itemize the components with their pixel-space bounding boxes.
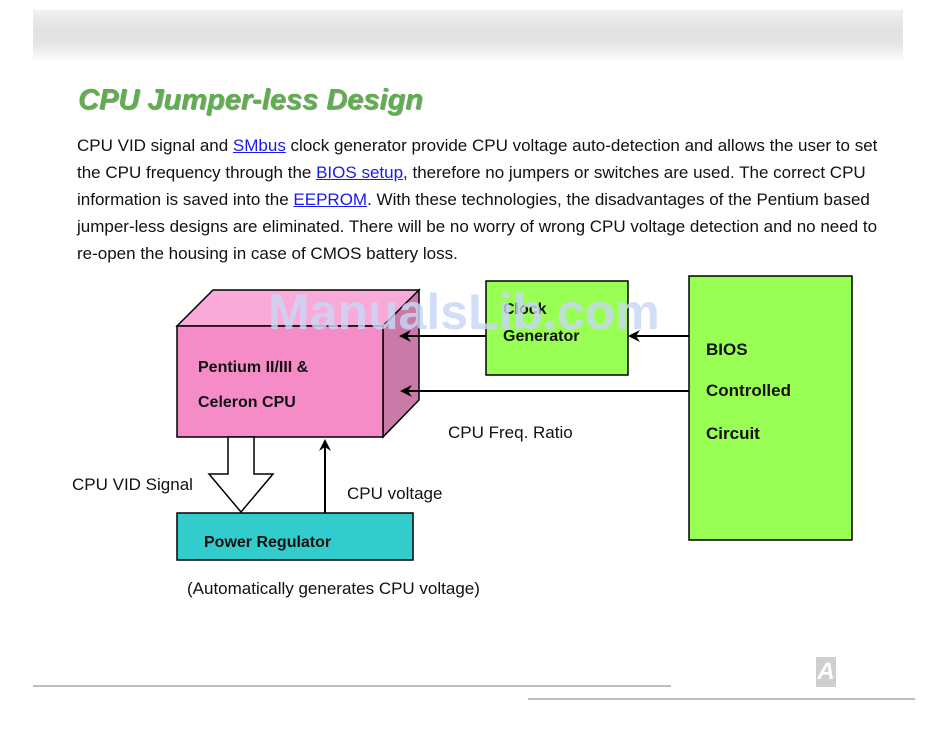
bios-label-line2: Controlled — [706, 381, 791, 400]
inline-link-bios-setup[interactable]: BIOS setup — [316, 163, 404, 182]
bios-label-line3: Circuit — [706, 424, 760, 443]
cpu-voltage-label: CPU voltage — [347, 484, 442, 503]
bios-label-line1: BIOS — [706, 340, 748, 359]
clock-generator-box: Clock Generator — [485, 280, 629, 376]
power-regulator-box: Power Regulator — [176, 512, 414, 561]
watermark: ManualsLib.com — [268, 284, 660, 340]
footer-divider-secondary — [528, 698, 915, 700]
paragraph-text: clock generator provide CPU voltage auto… — [77, 136, 878, 182]
bios-circuit-box: BIOS Controlled Circuit — [688, 275, 853, 541]
freq-ratio-label: CPU Freq. Ratio — [448, 423, 573, 442]
paragraph-text: CPU VID signal and — [77, 136, 233, 155]
page-title: CPU Jumper-less Design — [78, 84, 423, 116]
footer-divider — [33, 685, 671, 687]
inline-link-smbus[interactable]: SMbus — [232, 136, 286, 155]
cpu-label-line1: Pentium II/III & — [198, 359, 309, 376]
diagram-caption: (Automatically generates CPU voltage) — [187, 579, 480, 598]
paragraph-text: , therefore no jumpers or switches are u… — [77, 163, 866, 209]
cpu-box: Pentium II/III & Celeron CPU — [175, 288, 421, 439]
inline-link-eeprom[interactable]: EEPROM — [293, 190, 368, 209]
brand-logo-icon: A — [816, 657, 836, 687]
intro-paragraph: CPU VID signal and SMbus clock generator… — [77, 132, 892, 267]
header-band — [33, 10, 903, 60]
paragraph-text: . With these technologies, the disadvant… — [77, 190, 878, 263]
cpu-label-line2: Celeron CPU — [198, 394, 296, 411]
power-regulator-label: Power Regulator — [204, 534, 331, 551]
clock-label-line1: Clock — [503, 301, 547, 318]
vid-signal-label: CPU VID Signal — [72, 475, 193, 494]
clock-label-line2: Generator — [503, 328, 579, 345]
vid-signal-arrow — [207, 436, 275, 514]
